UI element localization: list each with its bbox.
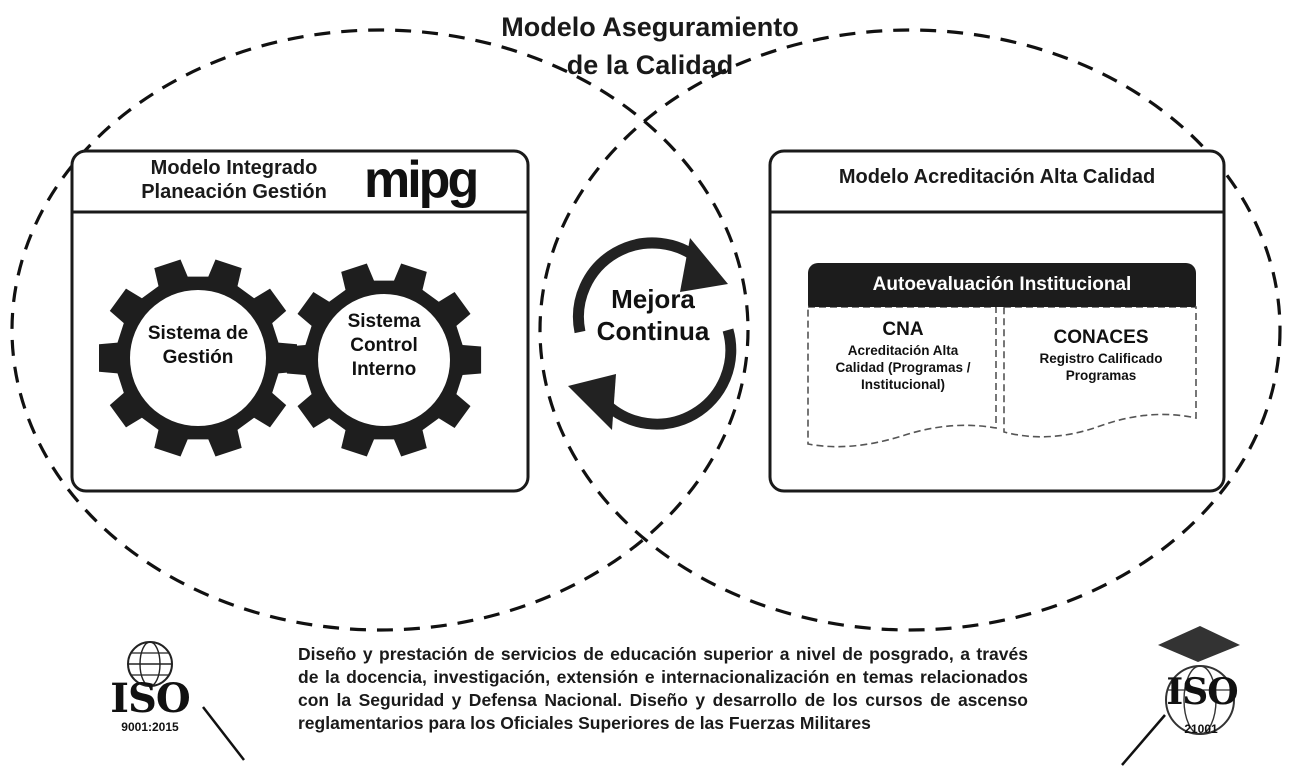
- gear-2-line-2: Control: [350, 335, 418, 356]
- conaces-line-2: Programas: [1065, 368, 1137, 383]
- conaces-title: CONACES: [1053, 327, 1149, 348]
- center-line-2: Continua: [596, 316, 710, 346]
- mipg-header-line-1: Modelo Integrado: [150, 157, 318, 179]
- gear-2-line-1: Sistema: [347, 311, 421, 332]
- mejora-continua-label: Mejora Continua: [578, 283, 728, 347]
- autoevaluacion-header: Autoevaluación Institucional: [808, 263, 1196, 307]
- gear-sistema-control-interno: [286, 263, 482, 457]
- gear-center: [318, 294, 450, 426]
- cna-column: CNA Acreditación Alta Calidad (Programas…: [812, 318, 994, 393]
- iso-left-text: ISO: [110, 675, 190, 722]
- cna-line-1: Acreditación Alta: [847, 343, 959, 358]
- conaces-document-page: [1003, 306, 1197, 438]
- cna-line-3: Institucional): [861, 377, 945, 392]
- gear-center: [130, 290, 266, 426]
- cna-title: CNA: [882, 319, 924, 340]
- cycle-arrows-icon: [568, 237, 737, 430]
- iso-21001-logo: [1158, 626, 1240, 735]
- gear-1-line-2: Gestión: [162, 347, 234, 368]
- iso-right-text: ISO: [1166, 671, 1238, 713]
- gear-2-line-3: Interno: [351, 359, 417, 380]
- right-connector-line: [1121, 714, 1166, 766]
- iso-left-code: 9001:2015: [121, 720, 179, 734]
- left-connector-line: [202, 706, 245, 761]
- mipg-header: Modelo Integrado Planeación Gestión: [104, 156, 364, 204]
- diagram-title: Modelo Aseguramiento de la Calidad: [440, 8, 860, 84]
- gear-2-label: Sistema Control Interno: [318, 310, 450, 382]
- conaces-column: CONACES Registro Calificado Programas: [1010, 326, 1192, 384]
- conaces-line-1: Registro Calificado: [1039, 351, 1163, 366]
- gear-1-line-1: Sistema de: [147, 323, 249, 344]
- gear-sistema-gestion: [99, 259, 297, 457]
- mipg-logo: mipg: [364, 151, 479, 209]
- iso-right-code: 21001: [1184, 722, 1218, 736]
- scope-description: Diseño y prestación de servicios de educ…: [298, 644, 1028, 733]
- gear-1-label: Sistema de Gestión: [128, 322, 268, 370]
- title-line-2: de la Calidad: [566, 50, 734, 80]
- right-dashed-ellipse: [538, 28, 1282, 632]
- cna-document-page: [807, 306, 997, 448]
- cna-line-2: Calidad (Programas /: [835, 360, 971, 375]
- left-dashed-ellipse: [10, 28, 750, 632]
- center-line-1: Mejora: [611, 284, 695, 314]
- iso-9001-logo: [127, 641, 173, 687]
- acreditacion-header: Modelo Acreditación Alta Calidad: [838, 166, 1156, 188]
- mipg-header-line-2: Planeación Gestión: [141, 181, 327, 203]
- title-line-1: Modelo Aseguramiento: [501, 12, 799, 42]
